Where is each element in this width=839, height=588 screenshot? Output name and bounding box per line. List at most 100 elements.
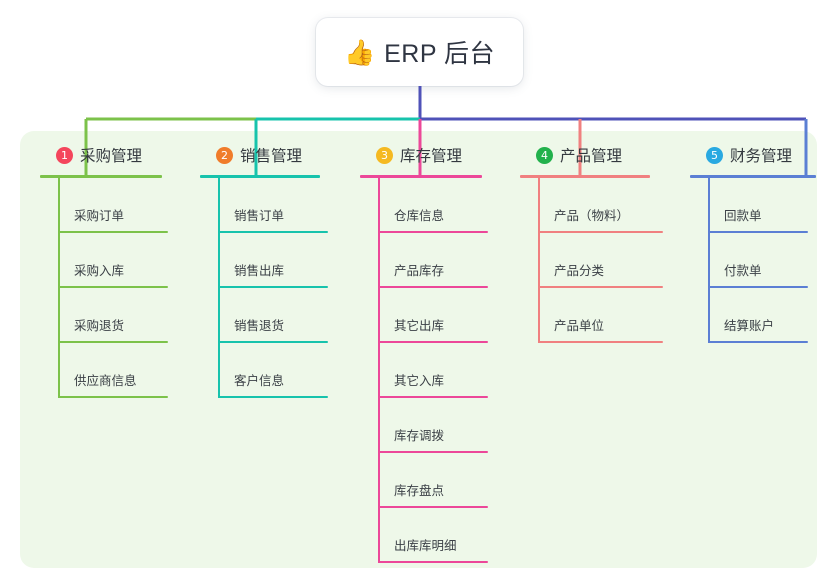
branch-item-label: 库存调拨 xyxy=(394,429,445,443)
branch-item[interactable]: 销售出库 xyxy=(200,233,350,288)
branch-badge-3: 3 xyxy=(376,146,393,164)
branch-item[interactable]: 产品分类 xyxy=(520,233,680,288)
branch-item-label: 库存盘点 xyxy=(394,484,445,498)
branch-item-label: 销售退货 xyxy=(234,319,285,333)
branch-item-list-3: 仓库信息产品库存其它出库其它入库库存调拨库存盘点出库库明细 xyxy=(360,178,510,563)
branch-item-rule xyxy=(378,451,488,453)
branch-item[interactable]: 产品库存 xyxy=(360,233,510,288)
root-node-card[interactable]: 👍 ERP 后台 xyxy=(316,18,523,86)
branch-header-rule-5 xyxy=(690,175,816,178)
branch-item[interactable]: 客户信息 xyxy=(200,343,350,398)
branch-title-5: 财务管理 xyxy=(730,148,793,165)
branch-item-list-4: 产品（物料） 产品分类产品单位 xyxy=(520,178,680,343)
branch-item-label: 销售出库 xyxy=(234,264,285,278)
branch-header-1[interactable]: 1 采购管理 xyxy=(40,142,190,168)
branch-title-4: 产品管理 xyxy=(560,148,623,165)
branch-header-5[interactable]: 5 财务管理 xyxy=(690,142,830,168)
branch-column-4[interactable]: 4 产品管理产品（物料） 产品分类产品单位 xyxy=(520,142,680,343)
branch-item[interactable]: 采购订单 xyxy=(40,178,190,233)
branch-item[interactable]: 销售退货 xyxy=(200,288,350,343)
branch-item[interactable]: 其它出库 xyxy=(360,288,510,343)
branch-item-rule xyxy=(218,396,328,398)
branch-item-label: 采购退货 xyxy=(74,319,125,333)
branch-badge-4: 4 xyxy=(536,146,553,164)
branch-spine-4 xyxy=(538,178,540,343)
branch-item-label: 结算账户 xyxy=(724,319,775,333)
branches-panel xyxy=(20,131,817,568)
branch-item-rule xyxy=(538,341,663,343)
branch-item[interactable]: 产品（物料） xyxy=(520,178,680,233)
branch-item-rule xyxy=(378,286,488,288)
branch-item[interactable]: 回款单 xyxy=(690,178,830,233)
branch-column-3[interactable]: 3 库存管理仓库信息产品库存其它出库其它入库库存调拨库存盘点出库库明细 xyxy=(360,142,510,563)
branch-item[interactable]: 仓库信息 xyxy=(360,178,510,233)
branch-spine-3 xyxy=(378,178,380,563)
branch-item-rule xyxy=(708,231,808,233)
branch-item-rule xyxy=(378,396,488,398)
branch-item-label: 产品分类 xyxy=(554,264,605,278)
branch-item-rule xyxy=(218,341,328,343)
branch-item[interactable]: 供应商信息 xyxy=(40,343,190,398)
branch-item-rule xyxy=(58,286,168,288)
branch-item-list-5: 回款单付款单结算账户 xyxy=(690,178,830,343)
branch-item-rule xyxy=(708,341,808,343)
branch-item-label: 出库库明细 xyxy=(394,539,457,553)
branch-item-label: 采购订单 xyxy=(74,209,125,223)
branch-item[interactable]: 结算账户 xyxy=(690,288,830,343)
branch-spine-1 xyxy=(58,178,60,398)
branch-item[interactable]: 销售订单 xyxy=(200,178,350,233)
branch-column-1[interactable]: 1 采购管理采购订单采购入库采购退货供应商信息 xyxy=(40,142,190,398)
branch-header-3[interactable]: 3 库存管理 xyxy=(360,142,510,168)
branch-header-rule-4 xyxy=(520,175,650,178)
branch-title-2: 销售管理 xyxy=(240,148,303,165)
branch-item-rule xyxy=(378,561,488,563)
branch-item-label: 采购入库 xyxy=(74,264,125,278)
branch-item-label: 客户信息 xyxy=(234,374,285,388)
branch-item-rule xyxy=(538,286,663,288)
branch-title-3: 库存管理 xyxy=(400,148,463,165)
branch-item-list-2: 销售订单销售出库销售退货客户信息 xyxy=(200,178,350,398)
branch-item-label: 仓库信息 xyxy=(394,209,445,223)
branch-item-rule xyxy=(218,286,328,288)
branch-item-label: 产品（物料） xyxy=(554,209,630,223)
branch-badge-1: 1 xyxy=(56,146,73,164)
branch-spine-5 xyxy=(708,178,710,343)
branch-item-rule xyxy=(218,231,328,233)
branch-badge-5: 5 xyxy=(706,146,723,164)
branch-title-1: 采购管理 xyxy=(80,148,143,165)
branch-item-label: 产品单位 xyxy=(554,319,605,333)
branch-item-list-1: 采购订单采购入库采购退货供应商信息 xyxy=(40,178,190,398)
branch-item-rule xyxy=(378,506,488,508)
branch-item-rule xyxy=(378,341,488,343)
root-node-content: 👍 ERP 后台 xyxy=(344,34,495,70)
branch-item[interactable]: 库存调拨 xyxy=(360,398,510,453)
branch-item-rule xyxy=(378,231,488,233)
branch-header-rule-2 xyxy=(200,175,320,178)
branch-item[interactable]: 库存盘点 xyxy=(360,453,510,508)
branch-item-rule xyxy=(58,231,168,233)
branch-item-label: 其它入库 xyxy=(394,374,445,388)
branch-item[interactable]: 采购入库 xyxy=(40,233,190,288)
branch-item[interactable]: 其它入库 xyxy=(360,343,510,398)
branch-header-rule-3 xyxy=(360,175,482,178)
branch-item-label: 回款单 xyxy=(724,209,762,223)
branch-item-label: 付款单 xyxy=(724,264,762,278)
branch-item-rule xyxy=(708,286,808,288)
thumbs-up-icon: 👍 xyxy=(343,37,376,67)
branch-item-rule xyxy=(58,341,168,343)
branch-item-rule xyxy=(538,231,663,233)
branch-item-rule xyxy=(58,396,168,398)
branch-item-label: 其它出库 xyxy=(394,319,445,333)
branch-item-label: 产品库存 xyxy=(394,264,445,278)
branch-item[interactable]: 采购退货 xyxy=(40,288,190,343)
branch-column-5[interactable]: 5 财务管理回款单付款单结算账户 xyxy=(690,142,830,343)
root-node-title: ERP 后台 xyxy=(384,40,496,68)
branch-header-4[interactable]: 4 产品管理 xyxy=(520,142,680,168)
branch-item[interactable]: 产品单位 xyxy=(520,288,680,343)
branch-item[interactable]: 付款单 xyxy=(690,233,830,288)
branch-item[interactable]: 出库库明细 xyxy=(360,508,510,563)
branch-spine-2 xyxy=(218,178,220,398)
